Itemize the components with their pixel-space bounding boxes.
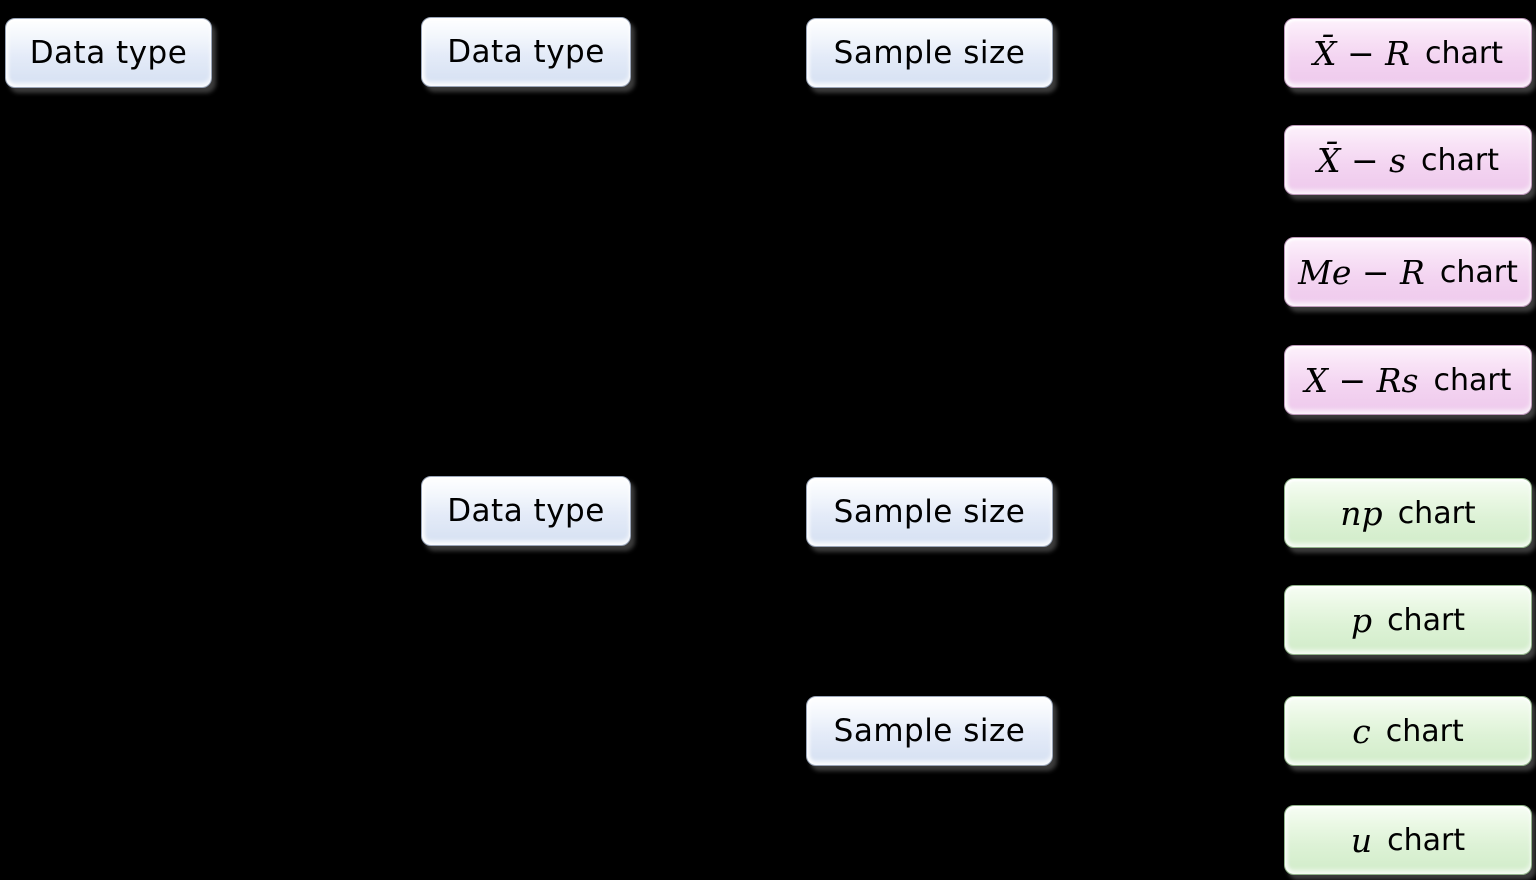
chart-word: chart — [1387, 602, 1466, 638]
chart-word: chart — [1424, 35, 1503, 71]
chart-symbol: u — [1350, 820, 1373, 860]
chart-node-x-rs: X − Rs chart — [1284, 345, 1532, 415]
chart-symbol: X̄ − R — [1313, 33, 1410, 73]
chart-word: chart — [1433, 362, 1512, 398]
chart-word: chart — [1439, 254, 1518, 290]
chart-node-c: c chart — [1284, 696, 1532, 766]
chart-symbol: Me − R — [1298, 252, 1425, 292]
chart-node-xbar-r: X̄ − R chart — [1284, 18, 1532, 88]
decision-node-sample-size-3: Sample size — [806, 696, 1053, 766]
decision-node-label: Data type — [29, 35, 188, 71]
chart-symbol: X − Rs — [1304, 360, 1419, 400]
decision-node-label: Data type — [447, 34, 605, 70]
chart-symbol: X̄ − s — [1316, 140, 1407, 180]
chart-node-me-r: Me − R chart — [1284, 237, 1532, 307]
chart-node-p: p chart — [1284, 585, 1532, 655]
decision-node-label: Sample size — [833, 713, 1026, 749]
decision-node-sample-size-2: Sample size — [806, 477, 1053, 547]
decision-node-data-type-1: Data type — [5, 18, 212, 88]
chart-symbol: np — [1340, 493, 1383, 533]
chart-node-xbar-s: X̄ − s chart — [1284, 125, 1532, 195]
decision-node-label: Sample size — [833, 35, 1026, 71]
chart-node-np: np chart — [1284, 478, 1532, 548]
decision-node-label: Data type — [447, 493, 605, 529]
chart-node-u: u chart — [1284, 805, 1532, 875]
decision-node-sample-size-1: Sample size — [806, 18, 1053, 88]
decision-node-data-type-2: Data type — [421, 17, 631, 87]
chart-symbol: c — [1352, 711, 1371, 751]
chart-word: chart — [1387, 822, 1466, 858]
chart-symbol: p — [1350, 600, 1373, 640]
chart-word: chart — [1397, 495, 1476, 531]
chart-word: chart — [1421, 142, 1500, 178]
decision-node-label: Sample size — [833, 494, 1026, 530]
chart-word: chart — [1385, 713, 1464, 749]
decision-node-data-type-3: Data type — [421, 476, 631, 546]
